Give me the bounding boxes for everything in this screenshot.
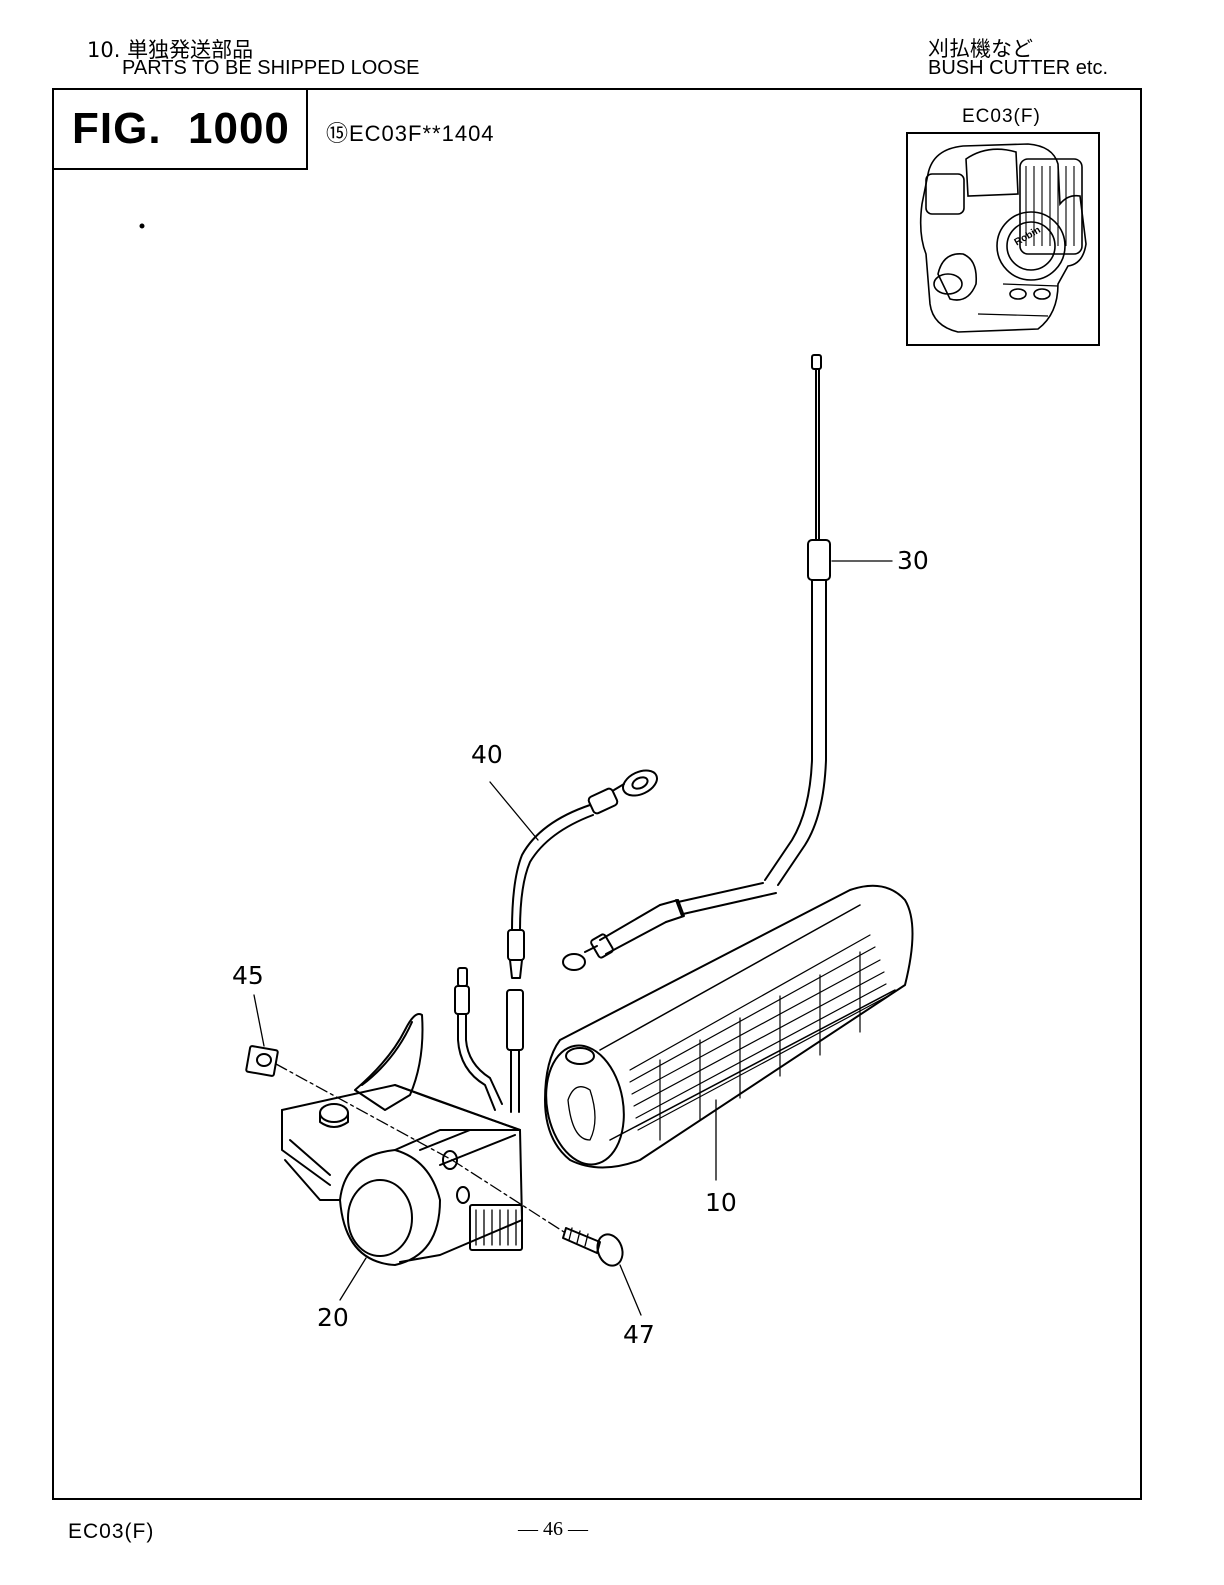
- square-nut-part-45: [246, 1046, 278, 1076]
- page-number: — 46 —: [518, 1518, 588, 1541]
- callout-20: 20: [317, 1303, 349, 1332]
- callout-30: 30: [897, 546, 929, 575]
- throttle-cable-part-30: [563, 355, 830, 970]
- footer-model: EC03(F): [68, 1520, 154, 1544]
- callout-45: 45: [232, 961, 264, 990]
- grip-part-10: [537, 886, 912, 1171]
- callout-47: 47: [623, 1320, 655, 1349]
- screw-part-47: [563, 1228, 627, 1269]
- throttle-housing-part-20: [282, 968, 522, 1265]
- ground-lead-part-40: [507, 765, 661, 1112]
- callout-40: 40: [471, 740, 503, 769]
- callout-10: 10: [705, 1188, 737, 1217]
